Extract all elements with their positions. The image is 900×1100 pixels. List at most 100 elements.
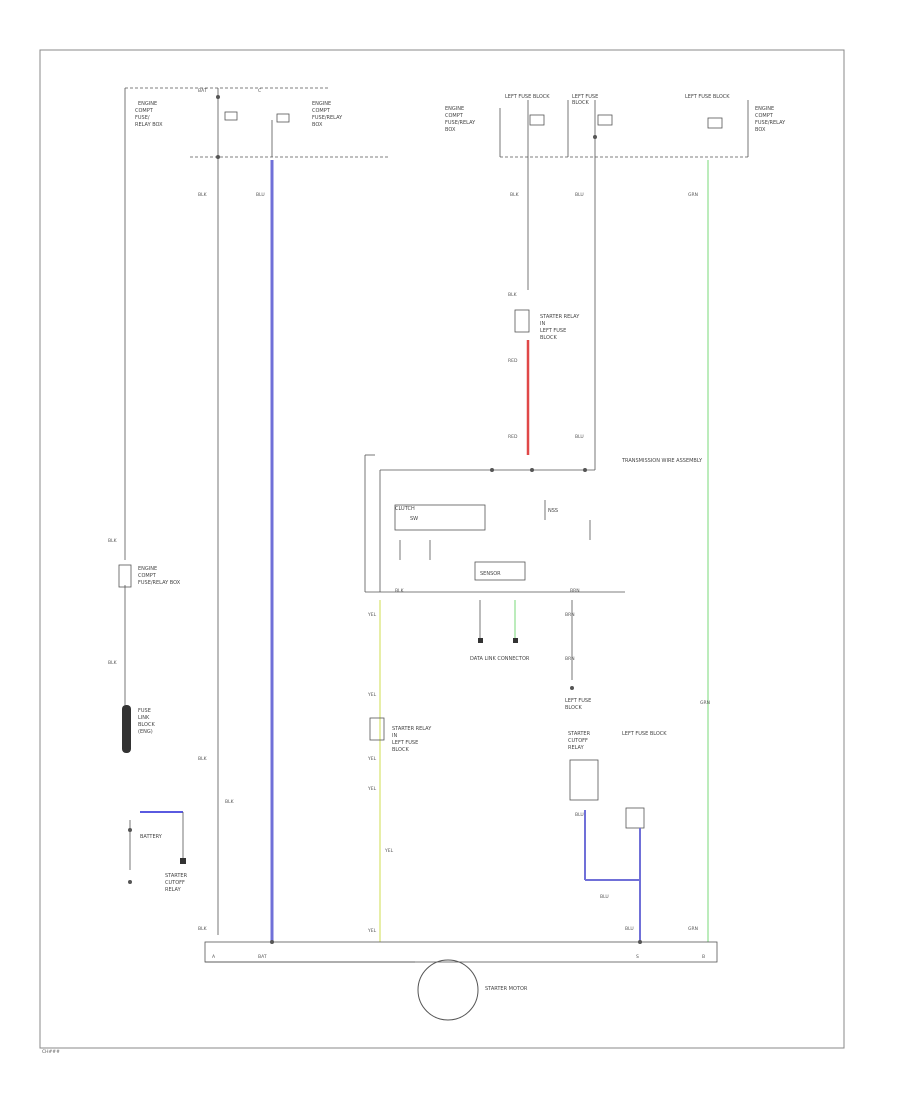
svg-text:CUTOFF: CUTOFF — [165, 880, 185, 886]
ignition-switch: BATTERY STARTER CUTOFF RELAY BLK — [128, 799, 235, 893]
svg-text:STARTER RELAY: STARTER RELAY — [392, 726, 432, 732]
svg-text:BLK: BLK — [108, 660, 118, 666]
svg-text:BLU: BLU — [575, 192, 584, 198]
diagram-frame — [39, 49, 845, 1049]
svg-text:LEFT FUSE: LEFT FUSE — [572, 94, 598, 100]
svg-text:ENGINE: ENGINE — [138, 101, 157, 107]
svg-text:YEL: YEL — [367, 786, 377, 792]
svg-text:BLK: BLK — [108, 538, 118, 544]
svg-text:BLK: BLK — [198, 926, 208, 932]
svg-text:RED: RED — [508, 358, 518, 364]
svg-text:(ENG): (ENG) — [138, 729, 153, 735]
svg-text:YEL: YEL — [384, 848, 394, 854]
svg-text:BLK: BLK — [198, 756, 208, 762]
svg-text:BLOCK: BLOCK — [565, 705, 582, 711]
svg-text:RELAY: RELAY — [165, 887, 182, 893]
svg-text:BLU: BLU — [625, 926, 634, 932]
transmission-assembly: TRANSMISSION WIRE ASSEMBLY CLUTCH SW NSS… — [364, 440, 703, 594]
fusible-link: FUSE LINK BLOCK (ENG) — [122, 705, 155, 753]
svg-text:FUSE: FUSE — [138, 708, 151, 714]
svg-text:C: C — [258, 88, 261, 94]
transmission-label: TRANSMISSION WIRE ASSEMBLY — [621, 458, 703, 464]
svg-text:BLU: BLU — [600, 894, 609, 900]
svg-text:YEL: YEL — [367, 612, 377, 618]
svg-text:COMPT: COMPT — [755, 113, 774, 119]
svg-text:BAT: BAT — [258, 954, 267, 960]
svg-text:SW: SW — [410, 516, 418, 522]
data-link-label: DATA LINK CONNECTOR — [470, 656, 530, 662]
svg-text:FUSE/RELAY: FUSE/RELAY — [312, 115, 343, 121]
svg-text:BLK: BLK — [395, 588, 405, 594]
left-main-wire: ENGINE COMPT FUSE/RELAY BOX BLK BLK BLK … — [108, 88, 219, 935]
battery-label: BATTERY — [140, 834, 163, 840]
svg-text:BLK: BLK — [225, 799, 235, 805]
svg-text:NSS: NSS — [548, 508, 558, 514]
svg-text:BLK: BLK — [508, 292, 518, 298]
svg-text:BLU: BLU — [575, 812, 584, 818]
svg-text:FUSE/RELAY: FUSE/RELAY — [755, 120, 786, 126]
svg-text:BLU: BLU — [575, 434, 584, 440]
svg-text:GRN: GRN — [700, 700, 710, 706]
svg-text:BLOCK: BLOCK — [392, 747, 409, 753]
svg-text:S: S — [636, 954, 639, 960]
svg-text:LEFT FUSE: LEFT FUSE — [565, 698, 591, 704]
svg-text:BOX: BOX — [312, 122, 323, 128]
yellow-wire-relay: STARTER RELAY IN LEFT FUSE BLOCK YEL YEL… — [367, 612, 432, 934]
svg-text:GRN: GRN — [688, 926, 698, 932]
svg-text:GRN: GRN — [688, 192, 698, 198]
svg-text:BOX: BOX — [445, 127, 456, 133]
svg-text:FUSE/RELAY: FUSE/RELAY — [445, 120, 476, 126]
svg-text:B: B — [702, 954, 705, 960]
svg-text:BRN: BRN — [565, 612, 575, 618]
svg-text:A: A — [212, 954, 216, 960]
starter-cutoff-section: LEFT FUSE BLOCK STARTER CUTOFF RELAY LEF… — [565, 600, 667, 942]
svg-text:BOX: BOX — [755, 127, 766, 133]
svg-text:COMPT: COMPT — [138, 573, 157, 579]
fuse-block-label-2: LEFT FUSE BLOCK — [685, 94, 730, 100]
fuse-block-label-1: LEFT FUSE BLOCK — [505, 94, 550, 100]
svg-text:IN: IN — [392, 733, 397, 739]
svg-text:LEFT FUSE: LEFT FUSE — [540, 328, 566, 334]
starter-relay-label: STARTER RELAY — [540, 314, 580, 320]
svg-text:BLOCK: BLOCK — [540, 335, 557, 341]
footer-code: CH### — [42, 1049, 60, 1055]
svg-text:STARTER: STARTER — [568, 731, 591, 737]
svg-text:RED: RED — [508, 434, 518, 440]
svg-text:RELAY: RELAY — [568, 745, 585, 751]
svg-text:BLK: BLK — [198, 192, 208, 198]
svg-text:COMPT: COMPT — [312, 108, 331, 114]
data-link-connector: DATA LINK CONNECTOR — [470, 600, 530, 662]
svg-text:BAT: BAT — [198, 88, 207, 94]
starter-motor-assembly: STARTER MOTOR A BAT S B — [204, 940, 718, 1021]
svg-text:CUTOFF: CUTOFF — [568, 738, 588, 744]
svg-text:YEL: YEL — [367, 692, 377, 698]
svg-text:IN: IN — [540, 321, 545, 327]
svg-text:FUSE/: FUSE/ — [135, 115, 150, 121]
svg-text:YEL: YEL — [367, 928, 377, 934]
svg-text:ENGINE: ENGINE — [138, 566, 157, 572]
svg-text:FUSE/RELAY BOX: FUSE/RELAY BOX — [138, 580, 181, 586]
svg-text:BLU: BLU — [256, 192, 265, 198]
svg-text:STARTER: STARTER — [165, 873, 188, 879]
svg-text:RELAY BOX: RELAY BOX — [135, 122, 163, 128]
svg-text:BLOCK: BLOCK — [138, 722, 155, 728]
svg-text:BRN: BRN — [565, 656, 575, 662]
svg-text:ENGINE: ENGINE — [312, 101, 331, 107]
starter-motor-label: STARTER MOTOR — [485, 986, 528, 992]
svg-text:BLK: BLK — [510, 192, 520, 198]
svg-text:BRN: BRN — [570, 588, 580, 594]
svg-text:LINK: LINK — [138, 715, 150, 721]
lower-fuse-block-label: LEFT FUSE BLOCK — [622, 731, 667, 737]
top-right-fuse-block: LEFT FUSE BLOCK LEFT FUSE BLOCK LEFT FUS… — [445, 94, 786, 440]
svg-text:YEL: YEL — [367, 756, 377, 762]
svg-text:ENGINE: ENGINE — [445, 106, 464, 112]
svg-text:BLOCK: BLOCK — [572, 100, 589, 106]
top-left-fuse-block: ENGINE COMPT FUSE/ RELAY BOX ENGINE COMP… — [125, 87, 390, 198]
svg-text:LEFT FUSE: LEFT FUSE — [392, 740, 418, 746]
svg-text:ENGINE: ENGINE — [755, 106, 774, 112]
svg-text:COMPT: COMPT — [445, 113, 464, 119]
svg-text:SENSOR: SENSOR — [480, 571, 501, 577]
starter-relay: STARTER RELAY IN LEFT FUSE BLOCK BLK RED… — [508, 292, 584, 455]
svg-text:COMPT: COMPT — [135, 108, 154, 114]
